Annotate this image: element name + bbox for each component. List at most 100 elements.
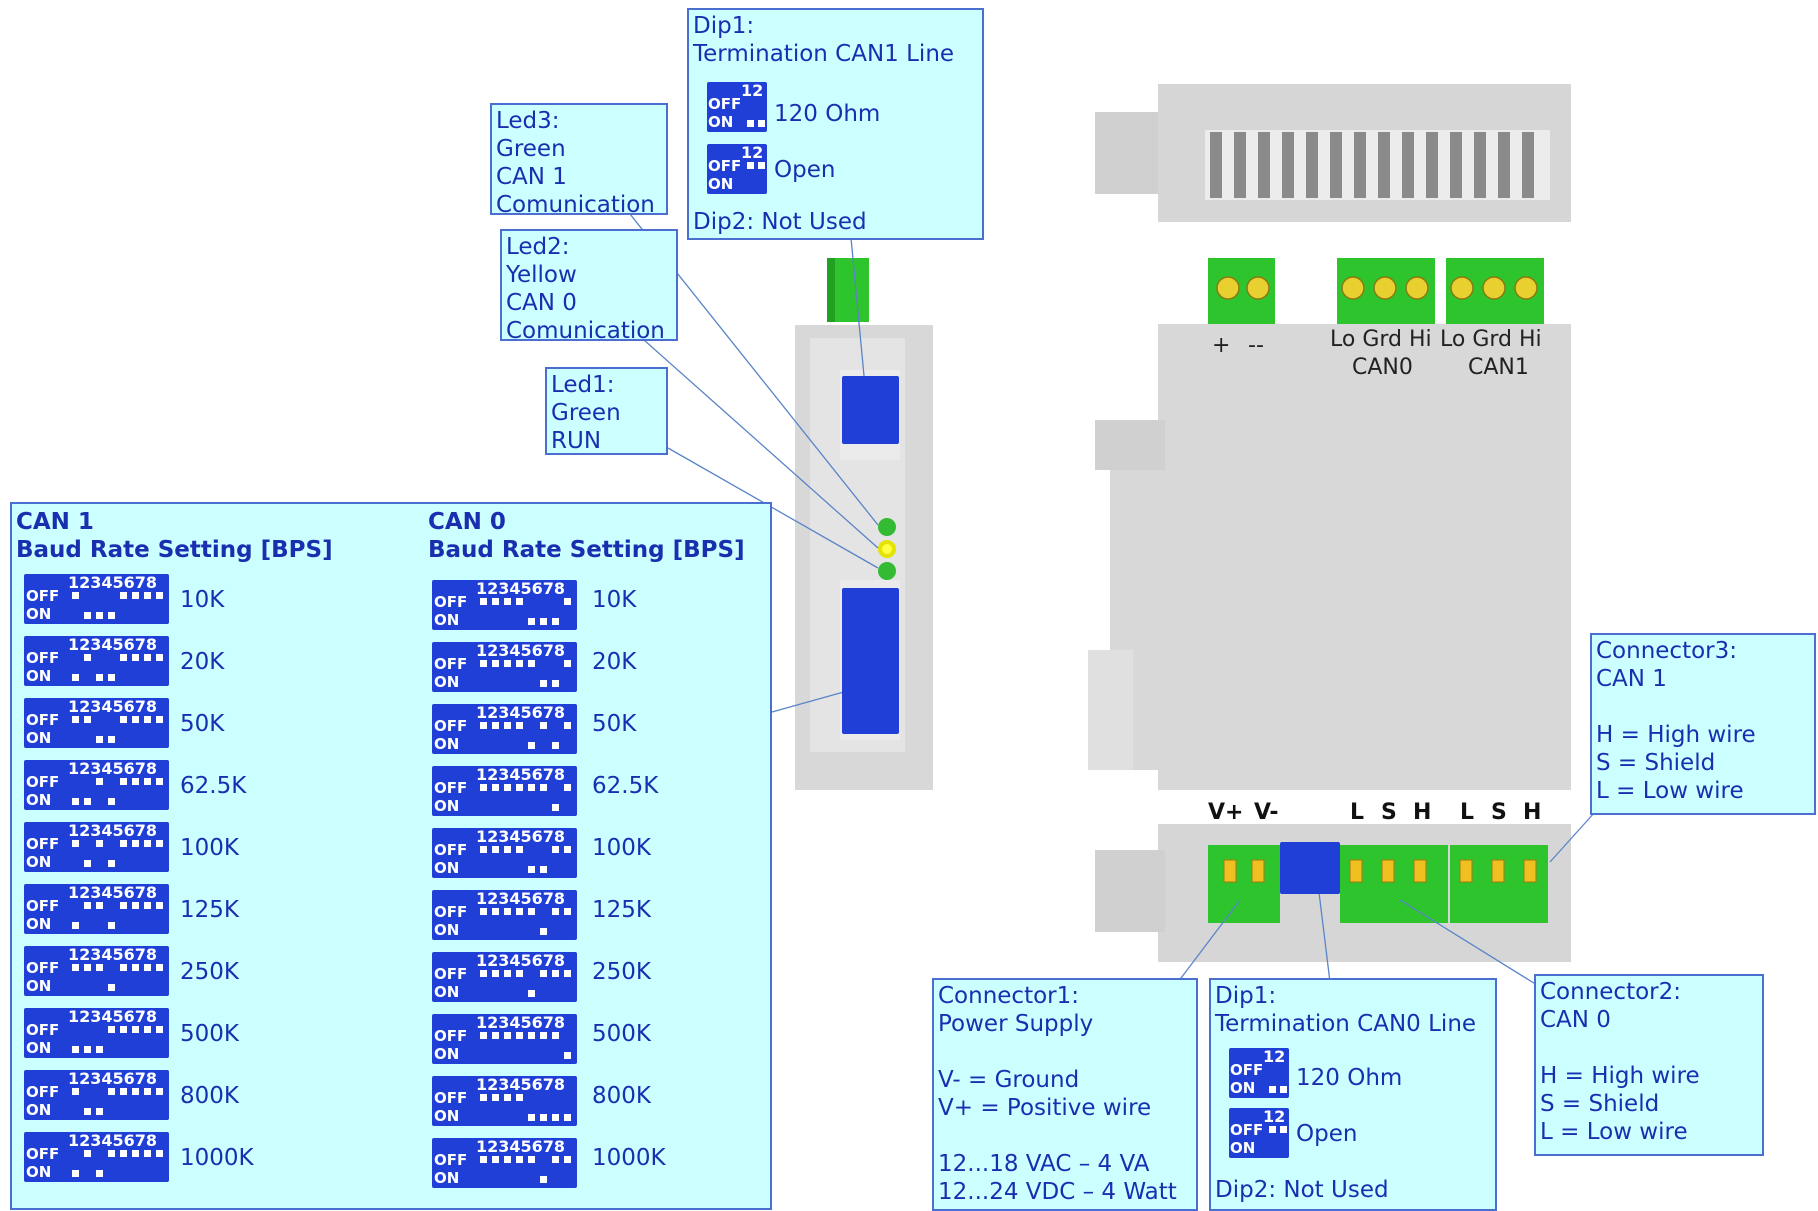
switch-knob — [143, 902, 151, 909]
switch-knob — [527, 1114, 535, 1121]
switch-knob — [143, 592, 151, 599]
switch-off-label: OFF — [1230, 1061, 1264, 1079]
switch-numbers: 12345678 — [68, 884, 158, 902]
switch-knob — [119, 778, 127, 785]
switch-knob — [527, 1032, 535, 1039]
connector1-name: Power Supply — [938, 1011, 1094, 1037]
switch-off-label: OFF — [434, 1027, 468, 1045]
switch-knob — [131, 1150, 139, 1157]
switch-slot — [94, 1084, 104, 1120]
switch-slot — [502, 780, 512, 816]
switch-slot — [514, 718, 524, 754]
switch-slot — [550, 1090, 560, 1126]
can0-baud-value: 500K — [592, 1021, 651, 1047]
switch-slot — [526, 1028, 536, 1064]
switch-knob — [71, 922, 79, 929]
switch-knob — [107, 984, 115, 991]
switch-knob — [503, 1156, 511, 1163]
can1-baud-value: 500K — [180, 1021, 239, 1047]
switch-off-label: OFF — [26, 649, 60, 667]
switch-slot — [118, 650, 128, 686]
switch-knob — [107, 612, 115, 619]
switch-slot — [154, 836, 164, 872]
switch-knob — [71, 674, 79, 681]
connector2-high: H = High wire — [1540, 1063, 1700, 1089]
switch-slot — [756, 96, 766, 132]
switch-knob — [491, 970, 499, 977]
switch-slot — [562, 842, 572, 878]
switch-knob — [479, 784, 487, 791]
switch-knob — [479, 1032, 487, 1039]
connector1-vac: 12...18 VAC – 4 VA — [938, 1151, 1150, 1177]
switch-numbers: 12345678 — [476, 890, 566, 908]
switch-knob — [479, 846, 487, 853]
switch-knob — [539, 1114, 547, 1121]
led1-function: RUN — [551, 428, 602, 454]
switch-knob — [563, 970, 571, 977]
heatsink-fin — [1306, 132, 1318, 198]
switch-off-label: OFF — [434, 1089, 468, 1107]
switch-slot — [82, 650, 92, 686]
can1-baud-value: 20K — [180, 649, 225, 675]
dip1-can0-callout: Dip1: Termination CAN0 Line 120 Ohm Open… — [1209, 978, 1497, 1211]
dip1-option-open: Open — [774, 157, 836, 183]
switch-slot — [142, 774, 152, 810]
can0-h-pin-label: H — [1413, 800, 1432, 825]
can1-baud-value: 10K — [180, 587, 225, 613]
can0-baud-value: 100K — [592, 835, 651, 861]
switch-knob — [479, 598, 487, 605]
can0-baud-subtitle: Baud Rate Setting [BPS] — [428, 537, 745, 563]
connector2-title: Connector2: — [1540, 979, 1682, 1005]
led2-color: Yellow — [506, 262, 577, 288]
switch-knob — [479, 660, 487, 667]
switch-knob — [83, 1046, 91, 1053]
connector1-callout: Connector1: Power Supply V- = Ground V+ … — [932, 978, 1198, 1211]
switch-knob — [527, 1156, 535, 1163]
switch-slot — [514, 1028, 524, 1064]
switch-knob — [155, 654, 163, 661]
switch-slot — [550, 594, 560, 630]
switch-numbers: 12345678 — [68, 946, 158, 964]
dip1-can0-dip2-note: Dip2: Not Used — [1215, 1177, 1389, 1203]
switch-on-label: ON — [26, 729, 52, 747]
led3-title: Led3: — [496, 108, 560, 134]
switch-on-label: ON — [434, 983, 460, 1001]
switch-knob — [107, 674, 115, 681]
switch-numbers: 12345678 — [476, 1014, 566, 1032]
can0-baud-value: 1000K — [592, 1145, 666, 1171]
switch-on-label: ON — [26, 1039, 52, 1057]
switch-knob — [563, 1156, 571, 1163]
switch-knob — [95, 1170, 103, 1177]
switch-knob — [143, 654, 151, 661]
can1-baud-value: 800K — [180, 1083, 239, 1109]
led1-callout: Led1: Green RUN — [545, 367, 668, 455]
switch-knob — [491, 1032, 499, 1039]
connector3-high: H = High wire — [1596, 722, 1756, 748]
switch-knob — [83, 860, 91, 867]
switch-knob — [83, 1150, 91, 1157]
switch-on-label: ON — [434, 797, 460, 815]
switch-slot — [94, 588, 104, 624]
switch-slot — [106, 588, 116, 624]
switch-knob — [119, 840, 127, 847]
switch-on-label: ON — [434, 1107, 460, 1125]
can1-title: CAN 1 — [16, 509, 94, 535]
switch-knob — [491, 660, 499, 667]
switch-slot — [550, 780, 560, 816]
switch-slot — [154, 774, 164, 810]
switch-numbers: 12345678 — [476, 766, 566, 784]
switch-on-label: ON — [26, 853, 52, 871]
dip1-can0-subtitle: Termination CAN0 Line — [1215, 1011, 1477, 1037]
switch-knob — [479, 908, 487, 915]
terminal-plus-label: + — [1212, 333, 1231, 358]
switch-slot — [130, 650, 140, 686]
